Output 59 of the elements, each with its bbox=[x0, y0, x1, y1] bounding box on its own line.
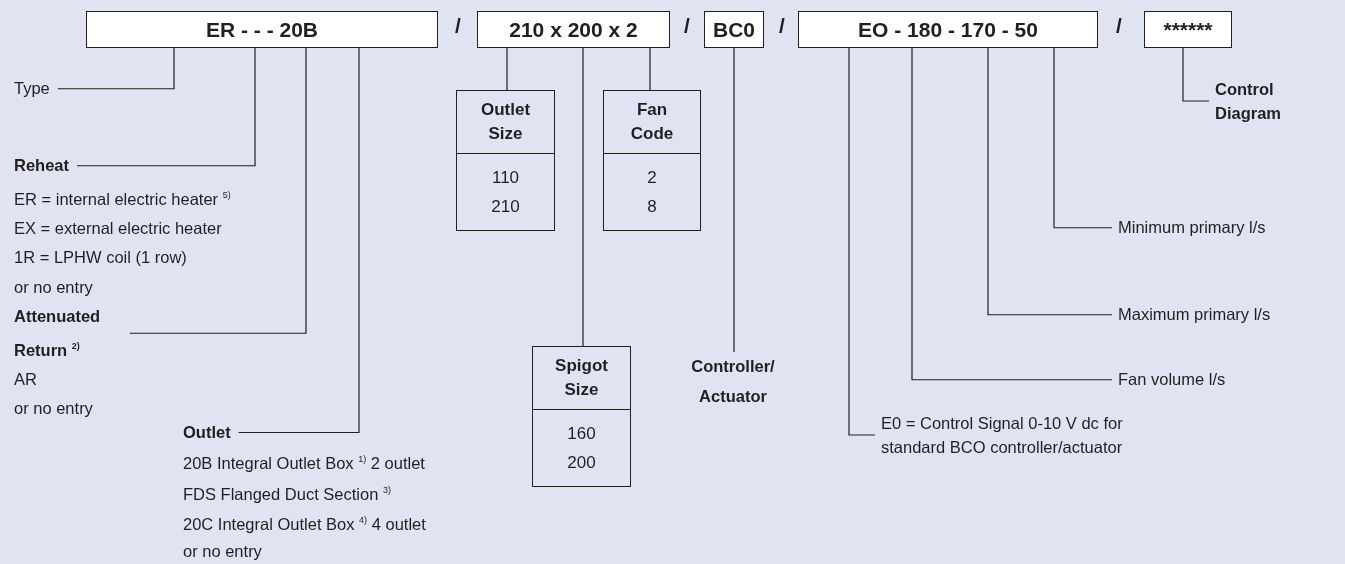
description: AR bbox=[14, 368, 37, 390]
code-text: EO - 180 - 170 - 50 bbox=[858, 17, 1038, 42]
leader-line bbox=[848, 47, 876, 436]
separator: / bbox=[1116, 14, 1122, 38]
description: 20B Integral Outlet Box $^{1)}$ 2 outlet bbox=[183, 452, 425, 474]
heading: Attenuated Return $^{2)}$ bbox=[14, 306, 102, 360]
table-value: 160 bbox=[566, 423, 597, 445]
description: or no entry bbox=[14, 276, 93, 298]
description: Minimum primary l/s bbox=[1118, 217, 1266, 238]
code-text: ****** bbox=[1163, 17, 1213, 42]
code-box bbox=[86, 11, 438, 48]
separator: / bbox=[779, 14, 785, 38]
description: Fan volume l/s bbox=[1118, 369, 1226, 390]
table-value: 210 bbox=[490, 196, 521, 218]
leader-line bbox=[57, 47, 175, 90]
leader-line bbox=[238, 47, 360, 434]
code-box bbox=[477, 11, 670, 48]
description: ER = internal electric heater $^{5)}$ bbox=[14, 188, 231, 209]
heading: Controller/ Actuator bbox=[690, 356, 776, 407]
table-header: Spigot Size bbox=[533, 347, 630, 410]
heading: Reheat bbox=[14, 155, 70, 176]
heading: Control Diagram bbox=[1215, 79, 1283, 124]
separator: / bbox=[684, 14, 690, 38]
table-value: 2 bbox=[646, 167, 658, 189]
leader-line bbox=[1053, 47, 1113, 229]
code-box bbox=[798, 11, 1098, 48]
code-text: BC0 bbox=[713, 17, 755, 42]
code-box bbox=[704, 11, 764, 48]
description: E0 = Control Signal 0-10 V dc for standard BCO controller/actuator bbox=[881, 413, 1124, 458]
leader-line bbox=[506, 47, 508, 91]
code-table bbox=[603, 90, 701, 231]
code-text: ER - - - 20B bbox=[206, 17, 318, 42]
table-value: 200 bbox=[566, 452, 597, 474]
table-value: 110 bbox=[490, 167, 521, 189]
table-header: Fan Code bbox=[604, 91, 700, 154]
leader-line bbox=[649, 47, 651, 91]
description: FDS Flanged Duct Section $^{3)}$ bbox=[183, 483, 391, 505]
code-box bbox=[1144, 11, 1232, 48]
leader-line bbox=[129, 47, 307, 334]
description: Maximum primary l/s bbox=[1118, 304, 1271, 325]
description: 1R = LPHW coil (1 row) bbox=[14, 247, 187, 268]
heading: Outlet bbox=[183, 422, 231, 443]
code-table bbox=[532, 346, 631, 487]
leader-line bbox=[733, 47, 735, 353]
leader-line bbox=[987, 47, 1113, 316]
code-table bbox=[456, 90, 555, 231]
description: 20C Integral Outlet Box $^{4)}$ 4 outlet bbox=[183, 513, 426, 535]
table-value: 8 bbox=[646, 196, 658, 218]
code-text: 210 x 200 x 2 bbox=[509, 17, 638, 42]
description: or no entry bbox=[14, 398, 93, 419]
description: or no entry bbox=[183, 540, 262, 562]
description: Type bbox=[14, 78, 50, 99]
separator: / bbox=[455, 14, 461, 38]
description: EX = external electric heater bbox=[14, 217, 222, 239]
leader-line bbox=[76, 47, 256, 167]
leader-line bbox=[582, 47, 584, 347]
table-header: Outlet Size bbox=[457, 91, 554, 154]
leader-line bbox=[911, 47, 1113, 381]
leader-line bbox=[1182, 47, 1210, 102]
